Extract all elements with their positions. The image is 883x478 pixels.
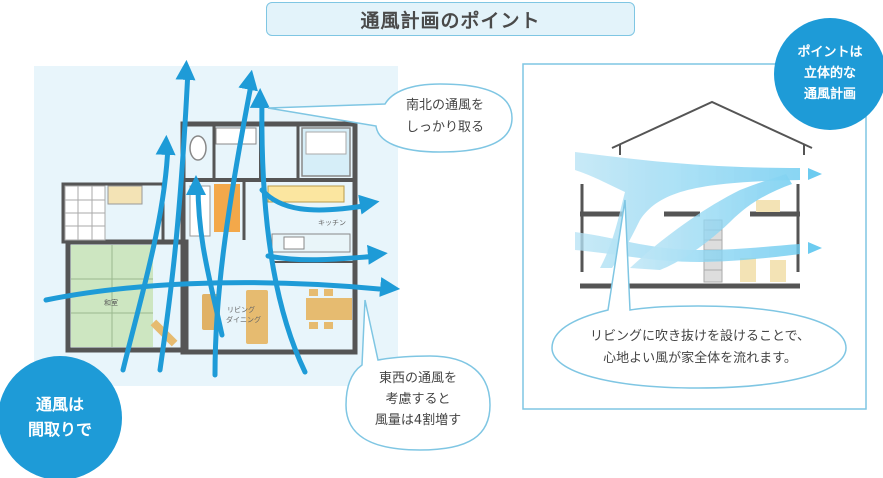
section-airflow [575,152,800,270]
wind-arrow [157,59,196,373]
left-badge-circle [0,356,122,478]
badge-line: 立体的な [803,66,856,81]
airflow-band [575,152,800,268]
bubble-east-west: 東西の通風を 考慮すると 風量は4割増す [348,368,488,431]
bubble-line: しっかり取る [405,120,484,135]
airflow-arrowhead [808,168,822,180]
japanese-room-label: 和室 [104,298,118,307]
section-furniture-3 [756,200,780,212]
wind-arrow [212,69,258,378]
washbasin [215,127,257,145]
left-badge: 通風は 間取りで [10,392,110,442]
bubble-line: 東西の通風を [378,371,457,386]
badge-line: 間取りで [27,420,92,439]
bubble-line: 風量は4割増す [374,413,462,428]
wind-arrow [186,175,225,338]
bubble-east-west-shape [345,299,491,451]
wind-arrow [259,187,380,215]
wind-arrows-floorplan [43,59,401,378]
wind-arrow [249,87,308,375]
entrance-tiles [64,185,106,241]
bubble-line: リビングに吹き抜けを設けることで、 [589,329,811,344]
bubble-line: 南北の通風を [405,98,484,113]
dining-table [306,298,352,320]
right-badge-circle [774,18,883,130]
airflow-band [630,174,792,270]
airflow-band [575,232,800,262]
living-label-1: リビング [227,305,255,314]
wind-arrow [43,277,401,303]
floorplan [61,121,358,355]
kitchen-counter-upper [267,185,345,203]
toilet [189,135,207,161]
living-label-2: ダイニング [226,315,261,324]
kitchen-label: キッチン [318,219,346,227]
section-furniture-1 [740,258,756,282]
shoe-cabinet [107,185,143,205]
title-banner: 通風計画のポイント [266,2,635,36]
badge-line: 通風は [35,395,84,414]
bubble-section-shape [551,199,847,389]
wind-arrow [265,244,388,265]
bubble-section: リビングに吹き抜けを設けることで、 心地よい風が家全体を流れます。 [560,326,840,370]
bubble-line: 心地よい風が家全体を流れます。 [603,351,797,366]
wind-arrow [120,134,176,373]
page-title: 通風計画のポイント [360,9,541,32]
airflow-arrowhead [808,242,822,254]
badge-line: 通風計画 [803,87,856,102]
bubble-north-south: 南北の通風を しっかり取る [386,95,504,139]
kitchen-sink [283,236,305,250]
section-furniture-2 [770,260,786,282]
bubble-line: 考慮すると [385,392,451,407]
bubble-north-south-shape [267,83,513,153]
badge-line: ポイントは [797,45,863,60]
right-badge: ポイントは 立体的な 通風計画 [780,42,880,105]
tv-stand [246,290,268,344]
